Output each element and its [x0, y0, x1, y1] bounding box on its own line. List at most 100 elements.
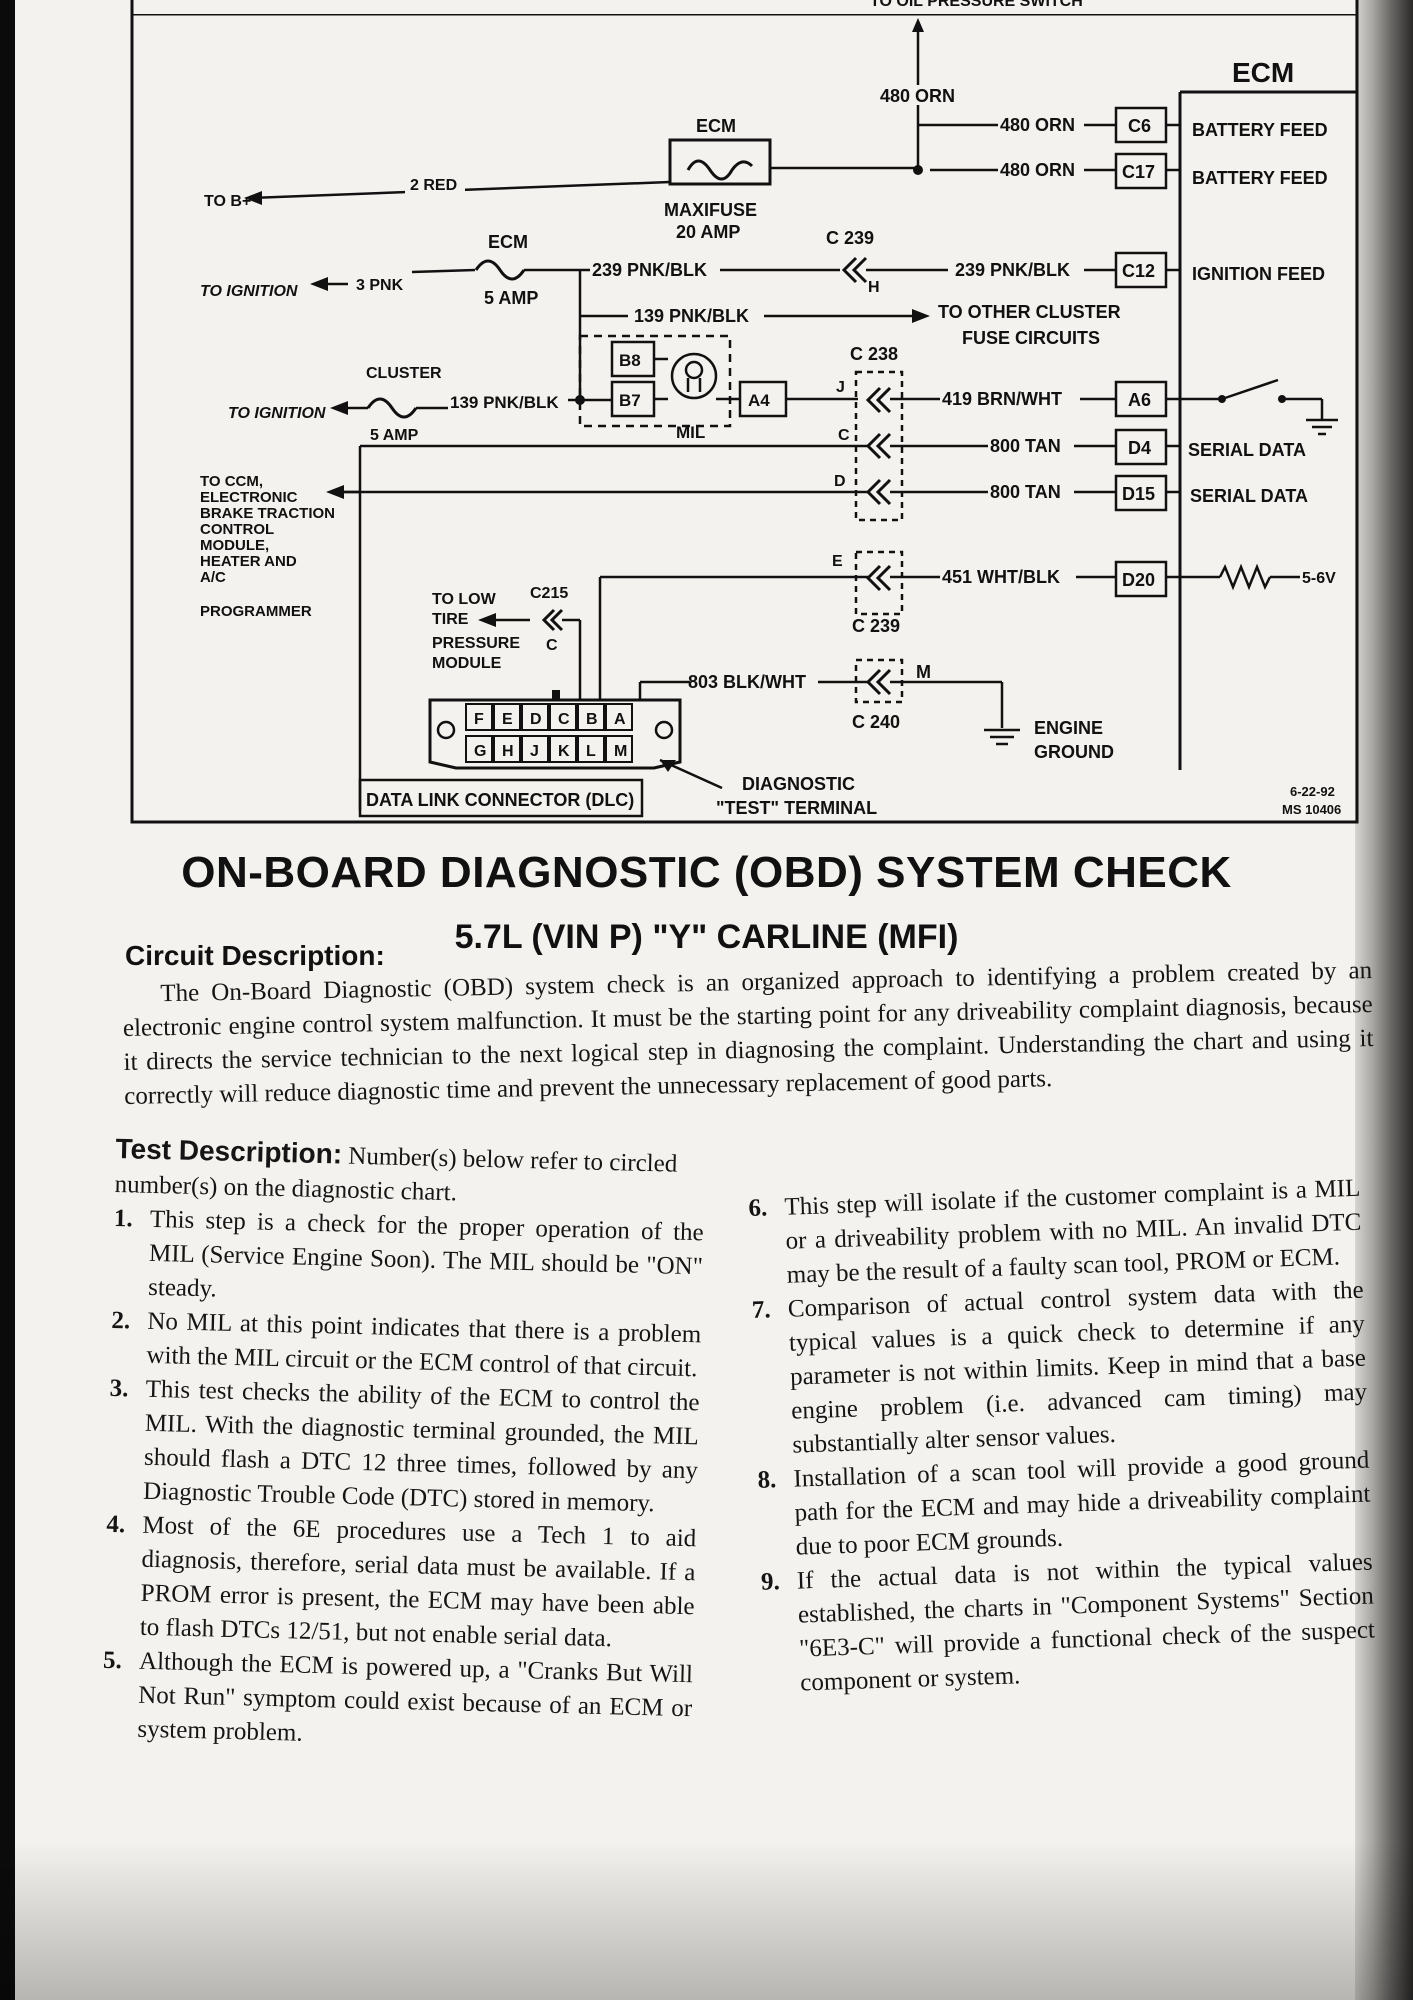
test-description-heading: Test Description: [115, 1132, 343, 1170]
low-tire-line: TO LOW [432, 591, 497, 608]
left-step-1: 1.This step is a check for the proper op… [112, 1202, 704, 1318]
cluster-fuse [366, 397, 418, 419]
to-ccm-label: TO CCM, ELECTRONIC BRAKE TRACTION CONTRO… [200, 473, 335, 620]
pin-b8: B8 [619, 351, 641, 370]
dlc-pin-cell [577, 735, 605, 763]
left-step-4: 4.Most of the 6E procedures use a Tech 1… [103, 1508, 696, 1658]
to-ignition-label-2: TO IGNITION [228, 405, 326, 422]
wire-803-label: 803 BLK/WHT [688, 672, 806, 692]
book-binding [1355, 0, 1413, 2000]
diagnostic-label: DIAGNOSTIC [742, 774, 855, 794]
dlc-pin-j: J [530, 743, 539, 760]
wire-239-label: 239 PNK/BLK [592, 260, 707, 280]
pin-d4: D4 SERIAL DATA [1114, 428, 1306, 466]
step-text: Although the ECM is powered up, a "Crank… [137, 1647, 694, 1747]
c240-pin-m: M [916, 662, 931, 682]
c239-bottom-label: C 239 [852, 616, 900, 636]
pin-d20: D20 [1114, 560, 1168, 598]
pin-c17-id: C17 [1122, 162, 1155, 182]
test-description-column: Test Description: Number(s) below refer … [101, 1132, 706, 1760]
c239-e-connector [865, 564, 892, 592]
pin-c12: C12 IGNITION FEED [1114, 251, 1325, 289]
wiring-diagram: TO OIL PRESSURE SWITCH ECM 480 ORN 480 O… [130, 0, 1359, 824]
dlc-pin-cell [605, 735, 633, 763]
to-ccm-line: A/C [200, 569, 226, 586]
dlc-pin-cell [521, 703, 549, 731]
pin-b7: B7 [619, 391, 641, 410]
top-cutoff-label: TO OIL PRESSURE SWITCH [870, 0, 1083, 10]
c215-label: C215 [530, 585, 568, 602]
c238-j-connector [865, 386, 892, 414]
dlc-pin-cell [577, 703, 605, 731]
dlc-pin-cell [465, 735, 493, 763]
test-terminal-label: "TEST" TERMINAL [716, 798, 877, 818]
c239-pin-e: E [832, 553, 843, 570]
pullup-resistor-icon [1218, 563, 1272, 591]
low-tire-line: MODULE [432, 655, 502, 672]
pin-c6-id: C6 [1128, 116, 1151, 136]
c215-connector [541, 608, 564, 632]
step-number: 1. [113, 1204, 133, 1233]
step-number: 7. [751, 1296, 772, 1324]
page-title: ON-BOARD DIAGNOSTIC (OBD) SYSTEM CHECK [181, 848, 1232, 897]
pin-c17: C17 BATTERY FEED [1114, 152, 1328, 190]
c238-pin-j: J [836, 379, 845, 396]
to-ccm-line: TO CCM, [200, 473, 263, 490]
cluster-fuse-amp: 5 AMP [370, 427, 419, 444]
wire-label-a6: 419 BRN/WHT [942, 389, 1062, 409]
dlc-pin-cell [605, 703, 633, 731]
low-tire-line: PRESSURE [432, 635, 520, 652]
c240-m-connector [865, 668, 892, 696]
dlc-pin-c: C [558, 711, 570, 728]
to-ccm-line: CONTROL [200, 521, 274, 538]
wire-label-c6: 480 ORN [1000, 115, 1075, 135]
dlc-pin-m: M [614, 743, 627, 760]
dlc-pin-cell [549, 703, 577, 731]
pin-d20-id: D20 [1122, 570, 1155, 590]
pin-c17-label: BATTERY FEED [1192, 168, 1328, 188]
step-text: If the actual data is not within the typ… [796, 1548, 1376, 1697]
right-step-3: 8.Installation of a scan tool will provi… [757, 1444, 1372, 1566]
dlc-pin-cell [521, 735, 549, 763]
right-step-1: 6.This step will isolate if the customer… [748, 1172, 1363, 1294]
engine-ground-label: ENGINE [1034, 718, 1103, 738]
dlc-pin-cell [493, 735, 521, 763]
top-wire-label: 480 ORN [880, 86, 955, 106]
pin-c6-label: BATTERY FEED [1192, 120, 1328, 140]
manual-page [15, 0, 1355, 2000]
voltage-label: 5-6V [1302, 570, 1336, 587]
low-tire-label: TO LOW TIRE PRESSURE MODULE [432, 591, 520, 672]
engine-ground-label-2: GROUND [1034, 742, 1114, 762]
step-text: Most of the 6E procedures use a Tech 1 t… [139, 1511, 697, 1653]
red-wire-label: 2 RED [410, 177, 457, 194]
to-ccm-line: HEATER AND [200, 553, 297, 570]
c240-label: C 240 [852, 712, 900, 732]
c215-pin-c: C [546, 637, 558, 654]
pin-d15-id: D15 [1122, 484, 1155, 504]
to-ccm-line: MODULE, [200, 537, 269, 554]
to-ccm-line: PROGRAMMER [200, 603, 312, 620]
to-other-cluster-label: TO OTHER CLUSTER [938, 302, 1121, 322]
step-text: Installation of a scan tool will provide… [793, 1446, 1371, 1561]
dlc-pin-a: A [614, 711, 626, 728]
step-text: Comparison of actual control system data… [787, 1276, 1368, 1459]
pin-c6: C6 BATTERY FEED [1114, 106, 1328, 144]
maxifuse [668, 138, 772, 186]
wire-139b-label: 139 PNK/BLK [450, 393, 559, 412]
to-ignition-label-1: TO IGNITION [200, 283, 298, 300]
low-tire-line: TIRE [432, 611, 469, 628]
dlc-pin-l: L [586, 743, 596, 760]
maxifuse-ecm-label: ECM [696, 116, 736, 136]
dlc-label: DATA LINK CONNECTOR (DLC) [366, 790, 634, 810]
dlc-pin-cell [465, 703, 493, 731]
dlc-pin-cell [493, 703, 521, 731]
diagram-ms-number: MS 10406 [1282, 802, 1341, 817]
dlc-pin-k: K [558, 743, 570, 760]
c239-h-label: H [868, 279, 880, 296]
pin-d4-id: D4 [1128, 438, 1151, 458]
cluster-fuse-label: CLUSTER [366, 365, 442, 382]
page-subtitle: 5.7L (VIN P) "Y" CARLINE (MFI) [454, 918, 959, 956]
wire-label-d20: 451 WHT/BLK [942, 567, 1060, 587]
c238-c-connector [865, 432, 892, 460]
step-number: 5. [102, 1646, 123, 1675]
